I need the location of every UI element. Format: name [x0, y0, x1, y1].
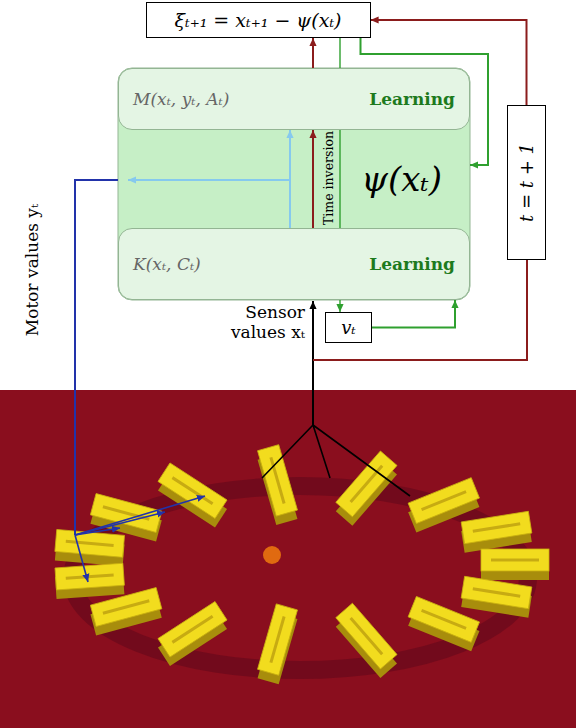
segment-groove — [103, 601, 149, 613]
robot-segment — [336, 603, 397, 678]
controller-output: ψ(xₜ) — [361, 159, 442, 199]
motor-output-arrow — [128, 179, 290, 181]
signal-label: Motor values yₜ — [22, 204, 42, 336]
robot-segment — [158, 463, 227, 527]
controller-band: K(xₜ, Cₜ) Learning — [118, 228, 470, 300]
segment-top — [158, 602, 227, 657]
signal-arrow — [289, 130, 291, 228]
robot-segment — [481, 549, 549, 580]
segment-top — [408, 596, 479, 642]
learning-label: Learning — [369, 89, 455, 109]
signal-arrow — [312, 130, 314, 228]
segment-top — [55, 563, 124, 590]
robot-segment — [336, 451, 397, 526]
segment-groove — [351, 618, 382, 654]
segment-top — [336, 451, 397, 517]
time-step-box: t = t + 1 — [507, 105, 546, 260]
controller-output-band: ψ(xₜ) — [118, 130, 470, 228]
segment-top — [408, 478, 479, 524]
robot-segment — [55, 529, 125, 566]
signal-arrow — [372, 300, 455, 328]
rotated-note-holder: Time inversion — [318, 131, 337, 225]
sensor-wire — [262, 425, 410, 496]
segment-top — [336, 603, 397, 669]
robot-segment — [55, 563, 124, 599]
sensor-arrow — [312, 301, 314, 425]
robot-shadow — [72, 486, 528, 670]
ball — [263, 546, 281, 564]
segment-top — [461, 576, 532, 608]
state-label: vₜ — [341, 317, 356, 338]
robot-segment — [461, 511, 532, 552]
motor-wire — [75, 496, 205, 535]
learning-label: Learning — [369, 254, 455, 274]
segment-top — [481, 549, 549, 571]
model-label: M(xₜ, yₜ, Aₜ) — [133, 89, 229, 109]
model-band: M(xₜ, yₜ, Aₜ) Learning — [118, 68, 470, 130]
segment-groove — [271, 617, 284, 663]
rotated-note: Time inversion — [321, 131, 336, 225]
equation-box: ξₜ₊₁ = xₜ₊₁ − ψ(xₜ) — [146, 2, 371, 38]
robot-segment — [461, 576, 532, 617]
segment-groove — [422, 610, 467, 628]
segment-groove — [66, 575, 114, 578]
segment-groove — [271, 457, 284, 503]
robot-segment — [258, 445, 298, 525]
robot-segment — [90, 588, 161, 636]
state-box: vₜ — [325, 312, 372, 343]
segment-top — [55, 529, 125, 557]
segment-groove — [172, 616, 212, 642]
segment-top — [258, 604, 298, 675]
segment-groove — [422, 492, 467, 510]
robot-segment — [258, 604, 298, 684]
robot-segment — [408, 596, 479, 651]
motor-wire — [75, 180, 118, 535]
signal-arrow — [312, 38, 314, 68]
segment-top — [158, 463, 227, 518]
robot-segment — [158, 602, 227, 666]
segment-groove — [66, 541, 114, 545]
controller-label: K(xₜ, Cₜ) — [133, 254, 201, 274]
segment-groove — [473, 524, 520, 532]
signal-label-holder: Motor values yₜ — [22, 204, 42, 336]
segment-top — [461, 511, 532, 543]
segment-top — [258, 445, 298, 516]
signal-label: Sensor values xₜ — [223, 302, 305, 342]
segment-groove — [491, 559, 539, 562]
time-step-label: t = t + 1 — [516, 143, 537, 222]
segment-groove — [473, 589, 520, 597]
equation: ξₜ₊₁ = xₜ₊₁ − ψ(xₜ) — [175, 9, 342, 31]
motor-wire — [75, 535, 88, 582]
controller-region — [118, 68, 470, 300]
segment-top — [90, 588, 161, 627]
floor — [0, 390, 576, 728]
signal-label-holder: Sensor values xₜ — [223, 302, 305, 342]
